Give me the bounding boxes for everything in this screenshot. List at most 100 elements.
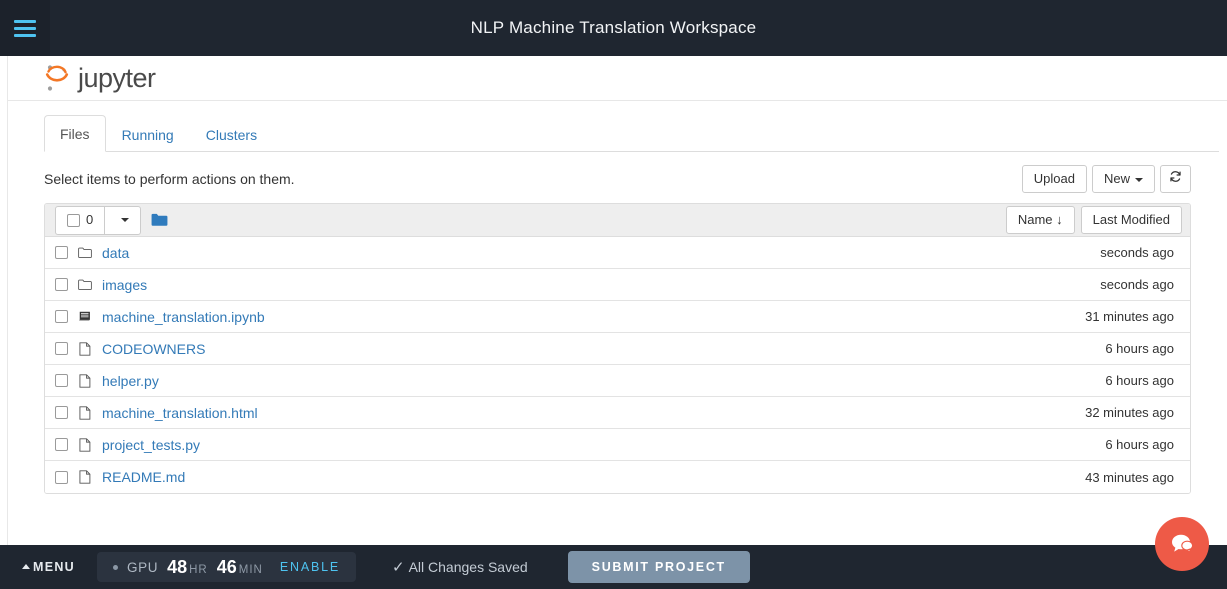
row-checkbox[interactable] — [55, 342, 68, 356]
row-main: machine_translation.ipynb — [55, 309, 1085, 325]
files-toolbar: Select items to perform actions on them.… — [44, 165, 1191, 194]
caret-down-icon — [121, 218, 130, 223]
sort-controls: Name ↓ Last Modified — [1005, 206, 1182, 235]
row-checkbox[interactable] — [55, 406, 68, 420]
hamburger-icon — [14, 19, 36, 37]
row-name-link[interactable]: machine_translation.html — [102, 404, 258, 421]
upload-button[interactable]: Upload — [1021, 165, 1087, 194]
chevron-down-icon — [1135, 177, 1143, 182]
file-icon — [77, 406, 93, 420]
sort-name-label: Name — [1017, 212, 1053, 228]
table-row[interactable]: images seconds ago — [45, 269, 1190, 302]
workspace-title: NLP Machine Translation Workspace — [470, 18, 757, 37]
save-status-label: All Changes Saved — [408, 559, 528, 575]
row-main: data — [55, 245, 1100, 261]
row-modified: 6 hours ago — [1105, 341, 1174, 357]
chat-fab-button[interactable] — [1155, 517, 1209, 571]
row-name-link[interactable]: CODEOWNERS — [102, 340, 206, 357]
row-main: images — [55, 277, 1100, 293]
row-main: CODEOWNERS — [55, 341, 1105, 357]
status-dot-icon — [113, 564, 119, 570]
check-icon: ✓ — [392, 559, 405, 576]
save-status: ✓ All Changes Saved — [392, 558, 528, 576]
row-name-link[interactable]: README.md — [102, 469, 186, 486]
sort-arrow-down-icon: ↓ — [1056, 212, 1063, 228]
select-all-button[interactable]: 0 — [55, 205, 106, 235]
sort-by-name-button[interactable]: Name ↓ — [1005, 206, 1075, 235]
menu-label: MENU — [33, 560, 76, 574]
tab-clusters[interactable]: Clusters — [205, 127, 258, 143]
table-row[interactable]: CODEOWNERS 6 hours ago — [45, 333, 1190, 366]
row-modified: 6 hours ago — [1105, 373, 1174, 389]
row-checkbox[interactable] — [55, 470, 68, 484]
row-checkbox[interactable] — [55, 246, 68, 260]
row-modified: seconds ago — [1100, 245, 1174, 261]
table-row[interactable]: helper.py 6 hours ago — [45, 365, 1190, 398]
gpu-minutes-unit: MIN — [238, 563, 263, 576]
gpu-hours: 48 — [167, 556, 188, 577]
table-row[interactable]: data seconds ago — [45, 237, 1190, 270]
left-rail — [0, 56, 8, 545]
gpu-hours-unit: HR — [189, 563, 208, 576]
select-controls: 0 — [55, 205, 142, 235]
submit-project-button[interactable]: SUBMIT PROJECT — [567, 551, 750, 583]
select-dropdown-button[interactable] — [104, 205, 142, 235]
row-main: project_tests.py — [55, 437, 1105, 453]
row-modified: 6 hours ago — [1105, 437, 1174, 453]
notebook-icon — [77, 310, 93, 323]
sort-by-modified-button[interactable]: Last Modified — [1080, 206, 1182, 235]
file-list-header: 0 Name ↓ Last Modified — [45, 204, 1190, 238]
row-name-link[interactable]: project_tests.py — [102, 436, 201, 453]
toolbar-actions: Upload New — [1021, 165, 1191, 194]
tab-files[interactable]: Files — [44, 115, 106, 153]
jupyter-logo-icon — [44, 63, 70, 93]
row-modified: seconds ago — [1100, 277, 1174, 293]
file-icon — [77, 470, 93, 484]
new-label: New — [1103, 171, 1130, 187]
gpu-label: GPU — [127, 559, 159, 575]
gpu-enable-button[interactable]: ENABLE — [279, 560, 340, 574]
new-dropdown-button[interactable]: New — [1091, 165, 1155, 194]
folder-icon — [77, 279, 93, 291]
row-checkbox[interactable] — [55, 374, 68, 388]
file-list-header-left: 0 — [55, 205, 168, 235]
chevron-up-icon — [22, 563, 30, 569]
row-name-link[interactable]: data — [102, 244, 130, 261]
jupyter-header: jupyter — [8, 56, 1227, 101]
table-row[interactable]: machine_translation.ipynb 31 minutes ago — [45, 301, 1190, 334]
row-main: README.md — [55, 469, 1085, 485]
folder-icon — [151, 214, 168, 226]
row-checkbox[interactable] — [55, 310, 68, 324]
jupyter-panel: jupyter Files Running Clusters Select it… — [8, 56, 1227, 545]
hamburger-menu-button[interactable] — [0, 0, 50, 56]
tab-running[interactable]: Running — [121, 127, 174, 143]
refresh-button[interactable] — [1160, 165, 1191, 194]
selected-count: 0 — [86, 212, 94, 228]
file-rows: data seconds ago images seconds ago machine_… — [45, 237, 1190, 494]
row-checkbox[interactable] — [55, 438, 68, 452]
menu-button[interactable]: MENU — [22, 560, 75, 574]
table-row[interactable]: project_tests.py 6 hours ago — [45, 429, 1190, 462]
file-icon — [77, 342, 93, 356]
row-name-link[interactable]: machine_translation.ipynb — [102, 308, 265, 325]
row-modified: 32 minutes ago — [1085, 405, 1174, 421]
root-folder-button[interactable] — [151, 213, 168, 227]
row-modified: 31 minutes ago — [1085, 309, 1174, 325]
row-name-link[interactable]: helper.py — [102, 372, 159, 389]
file-icon — [77, 374, 93, 388]
table-row[interactable]: machine_translation.html 32 minutes ago — [45, 397, 1190, 430]
jupyter-logo[interactable]: jupyter — [44, 63, 156, 94]
gpu-minutes: 46 — [216, 556, 237, 577]
select-all-checkbox[interactable] — [67, 213, 80, 227]
row-main: helper.py — [55, 373, 1105, 389]
row-checkbox[interactable] — [55, 278, 68, 292]
folder-icon — [77, 247, 93, 259]
jupyter-logo-text: jupyter — [78, 62, 156, 93]
selection-hint: Select items to perform actions on them. — [44, 171, 295, 188]
row-name-link[interactable]: images — [102, 276, 148, 293]
top-app-bar: NLP Machine Translation Workspace — [0, 0, 1227, 56]
file-icon — [77, 438, 93, 452]
